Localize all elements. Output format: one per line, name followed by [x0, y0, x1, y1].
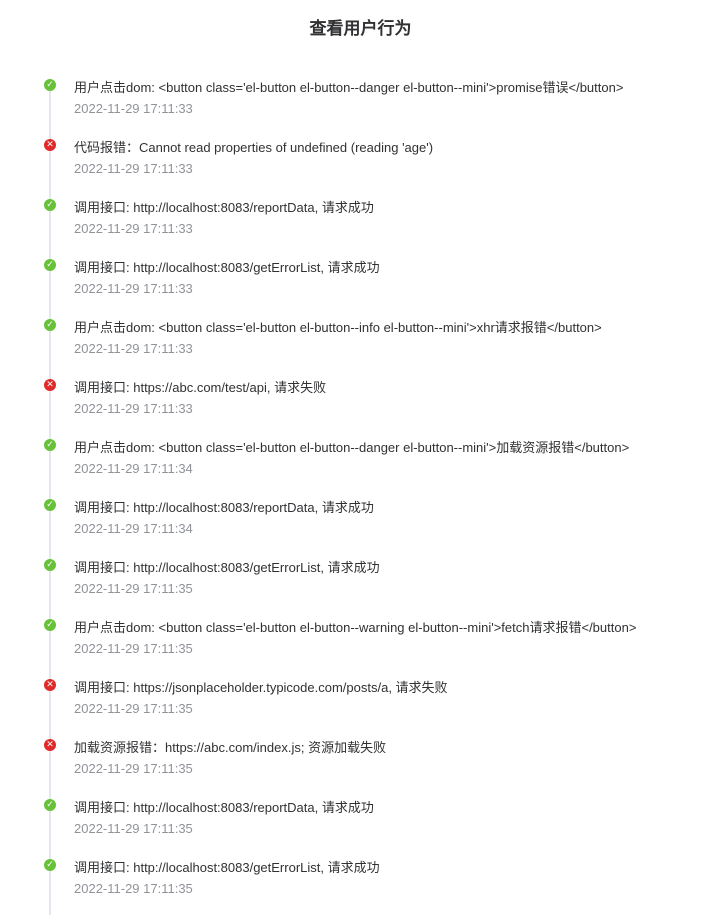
timeline-timestamp: 2022-11-29 17:11:33 — [74, 341, 193, 356]
close-icon: ✕ — [44, 379, 56, 391]
check-icon: ✓ — [44, 799, 56, 811]
check-icon: ✓ — [44, 199, 56, 211]
timeline-content: 调用接口: http://localhost:8083/reportData, … — [74, 500, 374, 515]
timeline-timestamp: 2022-11-29 17:11:33 — [74, 401, 193, 416]
timeline-timestamp: 2022-11-29 17:11:34 — [74, 521, 193, 536]
timeline-timestamp: 2022-11-29 17:11:33 — [74, 161, 193, 176]
timeline-item: ✓ 调用接口: http://localhost:8083/reportData… — [0, 120, 721, 236]
timeline-content: 用户点击dom: <button class='el-button el-but… — [74, 80, 624, 95]
check-icon: ✓ — [44, 79, 56, 91]
close-icon: ✕ — [44, 139, 56, 151]
timeline-item: ✕ 调用接口: https://jsonplaceholder.typicode… — [0, 600, 721, 716]
check-icon: ✓ — [44, 319, 56, 331]
timeline-item: ✓ 调用接口: http://localhost:8083/reportData… — [0, 420, 721, 536]
timeline-timestamp: 2022-11-29 17:11:34 — [74, 461, 193, 476]
check-icon: ✓ — [44, 559, 56, 571]
close-icon: ✕ — [44, 739, 56, 751]
close-icon: ✕ — [44, 679, 56, 691]
timeline-content: 用户点击dom: <button class='el-button el-but… — [74, 620, 637, 635]
timeline-content: 调用接口: http://localhost:8083/reportData, … — [74, 800, 374, 815]
timeline-content: 调用接口: https://jsonplaceholder.typicode.c… — [74, 680, 448, 695]
check-icon: ✓ — [44, 259, 56, 271]
timeline-timestamp: 2022-11-29 17:11:35 — [74, 761, 193, 776]
timeline-content: 用户点击dom: <button class='el-button el-but… — [74, 440, 630, 455]
timeline-content: 调用接口: http://localhost:8083/getErrorList… — [74, 260, 380, 275]
timeline-content: 调用接口: http://localhost:8083/getErrorList… — [74, 860, 380, 875]
timeline-item: ✓ 用户点击dom: <button class='el-button el-b… — [0, 540, 721, 656]
timeline-content: 用户点击dom: <button class='el-button el-but… — [74, 320, 602, 335]
timeline-item: ✓ 用户点击dom: <button class='el-button el-b… — [0, 240, 721, 356]
timeline-content: 调用接口: https://abc.com/test/api, 请求失败 — [74, 380, 327, 395]
check-icon: ✓ — [44, 499, 56, 511]
timeline-timestamp: 2022-11-29 17:11:33 — [74, 221, 193, 236]
timeline-content: 代码报错：Cannot read properties of undefined… — [74, 140, 434, 155]
timeline-timestamp: 2022-11-29 17:11:35 — [74, 641, 193, 656]
timeline-timestamp: 2022-11-29 17:11:33 — [74, 281, 193, 296]
timeline-timestamp: 2022-11-29 17:11:35 — [74, 881, 193, 896]
timeline-item: ✓ 调用接口: http://localhost:8083/getErrorLi… — [0, 780, 721, 896]
page-title: 查看用户行为 — [309, 19, 412, 39]
timeline-timestamp: 2022-11-29 17:11:35 — [74, 581, 193, 596]
timeline-timestamp: 2022-11-29 17:11:33 — [74, 101, 193, 116]
timeline-item: ✓ 用户点击dom: <button class='el-button el-b… — [0, 0, 721, 116]
timeline-item: ✓ 调用接口: http://localhost:8083/getErrorLi… — [0, 480, 721, 596]
timeline-item: ✓ 用户点击dom: <button class='el-button el-b… — [0, 360, 721, 476]
check-icon: ✓ — [44, 859, 56, 871]
timeline-item: ✓ 调用接口: http://localhost:8083/getErrorLi… — [0, 180, 721, 296]
timeline-content: 加载资源报错：https://abc.com/index.js; 资源加载失败 — [74, 740, 387, 755]
check-icon: ✓ — [44, 619, 56, 631]
timeline-timestamp: 2022-11-29 17:11:35 — [74, 821, 193, 836]
timeline-item: ✓ 调用接口: http://localhost:8083/reportData… — [0, 720, 721, 836]
timeline-item: ✕ 加载资源报错：https://abc.com/index.js; 资源加载失… — [0, 660, 721, 776]
timeline-item: ✕ 调用接口: https://abc.com/test/api, 请求失败 2… — [0, 300, 721, 416]
timeline-item: ✕ 代码报错：Cannot read properties of undefin… — [0, 60, 721, 176]
timeline-content: 调用接口: http://localhost:8083/getErrorList… — [74, 560, 380, 575]
timeline-content: 调用接口: http://localhost:8083/reportData, … — [74, 200, 374, 215]
timeline-timestamp: 2022-11-29 17:11:35 — [74, 701, 193, 716]
check-icon: ✓ — [44, 439, 56, 451]
